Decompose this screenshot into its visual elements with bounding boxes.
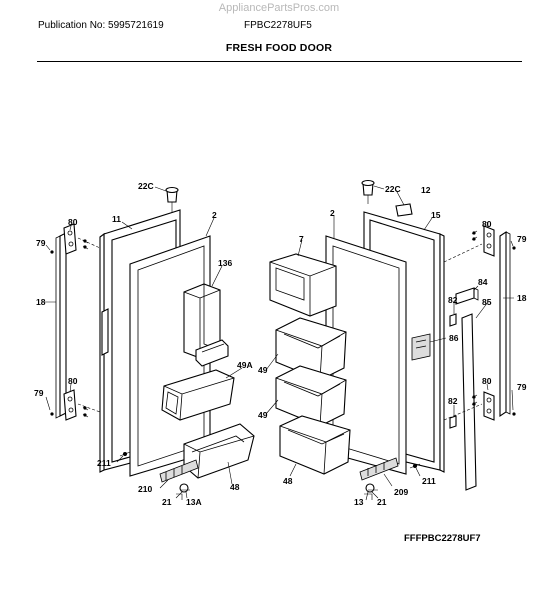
callout-79-upper-right: 79 xyxy=(517,234,527,244)
callout-84: 84 xyxy=(478,277,488,287)
left-door-stop-screw xyxy=(119,451,131,457)
right-top-door-bin xyxy=(269,253,337,317)
callout-21-right: 21 xyxy=(377,497,387,507)
callout-15: 15 xyxy=(431,210,441,220)
callout-49a: 49A xyxy=(237,360,253,370)
header-divider xyxy=(37,61,522,62)
left-upper-handle-bracket xyxy=(63,223,77,255)
section-title: FRESH FOOD DOOR xyxy=(225,42,333,54)
callout-85: 85 xyxy=(482,297,492,307)
model-number: FPBC2278UF5 xyxy=(244,20,312,31)
right-handle-mount-bracket xyxy=(455,287,479,305)
callout-136: 136 xyxy=(218,258,232,268)
right-lower-hinge xyxy=(359,457,399,481)
callout-79-lower-left: 79 xyxy=(34,388,44,398)
publication-number: Publication No: 5995721619 xyxy=(38,20,164,31)
left-upper-door-bin xyxy=(161,369,235,421)
right-door-handle xyxy=(499,230,511,418)
callout-80-upper-left: 80 xyxy=(68,217,78,227)
leader-lines xyxy=(45,185,514,501)
right-hinge-bushing xyxy=(364,483,378,500)
callout-210: 210 xyxy=(138,484,152,494)
callout-80-upper-right: 80 xyxy=(482,219,492,229)
callout-2-left: 2 xyxy=(212,210,217,220)
right-lower-handle-bracket xyxy=(483,391,495,421)
diagram-reference-code: FFFPBC2278UF7 xyxy=(404,533,481,544)
right-handle-screws xyxy=(471,230,516,416)
callout-18-left: 18 xyxy=(36,297,46,307)
right-door-stop-screw xyxy=(409,463,421,469)
callout-49-middle: 49 xyxy=(258,410,268,420)
right-hinge-cap xyxy=(361,179,375,204)
callout-11: 11 xyxy=(112,214,121,224)
callout-209: 209 xyxy=(394,487,408,497)
callout-13a: 13A xyxy=(186,497,202,507)
right-lower-clip xyxy=(449,415,457,429)
right-upper-clip xyxy=(449,313,457,327)
left-handle-guide-lines xyxy=(77,237,101,413)
callout-86: 86 xyxy=(449,333,459,343)
callout-2-right: 2 xyxy=(330,208,335,218)
callout-48-right: 48 xyxy=(283,476,293,486)
right-handle-trim xyxy=(461,313,477,491)
callout-12: 12 xyxy=(421,185,431,195)
left-hinge-cap xyxy=(165,186,179,212)
left-handle-screws xyxy=(50,239,89,418)
callout-79-upper-left: 79 xyxy=(36,238,46,248)
left-hinge-bushing xyxy=(176,483,190,500)
callout-79-lower-right: 79 xyxy=(517,382,527,392)
left-door-handle xyxy=(55,232,67,419)
callout-82-lower: 82 xyxy=(448,396,458,406)
left-lower-hinge xyxy=(159,459,199,483)
callout-18-right: 18 xyxy=(517,293,527,303)
callout-211-left: 211 xyxy=(97,458,111,468)
right-upper-handle-bracket xyxy=(483,225,495,257)
callout-48-left: 48 xyxy=(230,482,240,492)
callout-80-lower-left: 80 xyxy=(68,376,78,386)
right-middle-door-bin xyxy=(275,365,347,427)
dairy-compartment xyxy=(183,283,229,367)
callout-13: 13 xyxy=(354,497,364,507)
callout-labels: 22C 22C 12 11 2 2 15 7 80 80 79 79 18 18… xyxy=(34,181,527,507)
callout-80-lower-right: 80 xyxy=(482,376,492,386)
right-hinge-cover xyxy=(395,203,413,217)
right-door-gasket xyxy=(325,235,407,475)
callout-21-left: 21 xyxy=(162,497,172,507)
right-lower-door-bin xyxy=(279,415,351,475)
left-lower-handle-bracket xyxy=(63,389,77,421)
callout-211-right: 211 xyxy=(422,476,436,486)
callout-22c-right: 22C xyxy=(385,184,401,194)
callout-7: 7 xyxy=(299,234,304,244)
callout-49-upper: 49 xyxy=(258,365,268,375)
right-door-module xyxy=(411,333,431,361)
callout-22c-left: 22C xyxy=(138,181,154,191)
watermark: AppliancePartsPros.com xyxy=(218,2,340,14)
callout-82-upper: 82 xyxy=(448,295,458,305)
right-handle-guide-lines xyxy=(443,243,483,421)
right-upper-door-bin xyxy=(275,317,347,381)
